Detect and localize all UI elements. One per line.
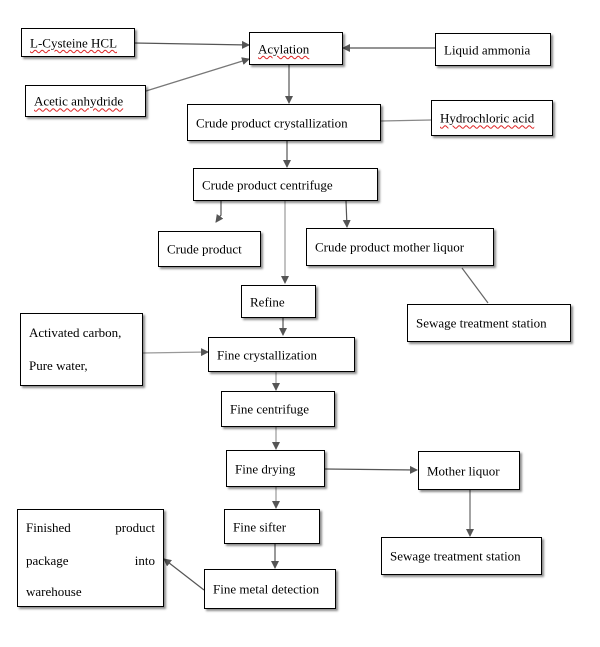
node-fine-centrifuge: Fine centrifuge: [221, 391, 335, 427]
node-label-word: Finished: [26, 520, 71, 535]
connector-lcysteine-to-acylation: [133, 40, 250, 49]
node-label: Fine centrifuge: [230, 401, 310, 417]
node-label-line-2: Pure water,: [29, 358, 88, 373]
node-label: Fine metal detection: [213, 581, 320, 597]
connector-centrifuge-to-crude-product: [215, 201, 224, 223]
node-sewage-treatment-station-1: Sewage treatment station: [407, 304, 571, 342]
node-sewage-treatment-station-2: Sewage treatment station: [381, 537, 542, 575]
connector-acetic-to-acylation: [145, 57, 250, 92]
node-label: Sewage treatment station: [390, 548, 521, 564]
node-hydrochloric-acid: Hydrochloric acid: [431, 100, 553, 136]
node-label-word: product: [115, 520, 155, 535]
node-activated-carbon-pure-water: Activated carbon, Pure water,: [20, 313, 143, 386]
node-label: Fine crystallization: [217, 347, 318, 362]
connector-hcl-to-crude-crystallization: [380, 119, 432, 122]
node-label: Crude product: [167, 241, 242, 257]
node-label: L-Cysteine HCL: [30, 35, 118, 50]
connector-metal-detection-to-finished: [163, 558, 205, 591]
node-crude-product-mother-liquor: Crude product mother liquor: [306, 228, 494, 266]
node-label: Hydrochloric acid: [440, 110, 535, 126]
node-label-line-3: warehouse: [26, 584, 82, 599]
node-label: Mother liquor: [427, 463, 500, 478]
node-refine: Refine: [241, 285, 316, 318]
node-crude-product-centrifuge: Crude product centrifuge: [193, 168, 378, 201]
node-label-line-2: package into: [26, 553, 155, 568]
node-label: Sewage treatment station: [416, 315, 547, 331]
node-label: Crude product centrifuge: [202, 177, 333, 192]
node-fine-metal-detection: Fine metal detection: [204, 569, 336, 609]
node-l-cysteine-hcl: L-Cysteine HCL: [21, 28, 135, 57]
node-acylation: Acylation: [249, 32, 343, 65]
node-finished-product-warehouse: Finished product package into warehouse: [17, 509, 164, 607]
node-acetic-anhydride: Acetic anhydride: [25, 85, 146, 117]
connector-carbon-to-fine-crystallization: [142, 348, 209, 357]
node-label-line-1: Finished product: [26, 520, 155, 535]
node-crude-product-crystallization: Crude product crystallization: [187, 104, 381, 141]
node-fine-drying: Fine drying: [226, 450, 325, 487]
node-liquid-ammonia: Liquid ammonia: [435, 33, 551, 66]
node-label: Fine sifter: [233, 519, 287, 534]
node-fine-crystallization: Fine crystallization: [208, 337, 355, 372]
node-label: Refine: [250, 294, 285, 309]
node-label: Liquid ammonia: [444, 42, 531, 57]
connector-centrifuge-to-mother-liquor: [342, 200, 351, 228]
connector-drying-to-mother-liquor: [324, 465, 418, 474]
node-label-word: package: [26, 553, 69, 568]
connector-mother-liquor-to-sewage: [461, 267, 489, 304]
node-label: Acetic anhydride: [34, 93, 124, 109]
node-label: Crude product crystallization: [196, 115, 348, 130]
node-label: Crude product mother liquor: [315, 239, 465, 255]
node-fine-sifter: Fine sifter: [224, 509, 320, 544]
node-crude-product: Crude product: [158, 231, 261, 267]
node-label: Acylation: [258, 41, 310, 56]
node-label-line-1: Activated carbon,: [29, 325, 122, 340]
node-mother-liquor: Mother liquor: [418, 451, 520, 490]
node-label: Fine drying: [235, 461, 296, 476]
node-label-word: into: [134, 553, 155, 568]
